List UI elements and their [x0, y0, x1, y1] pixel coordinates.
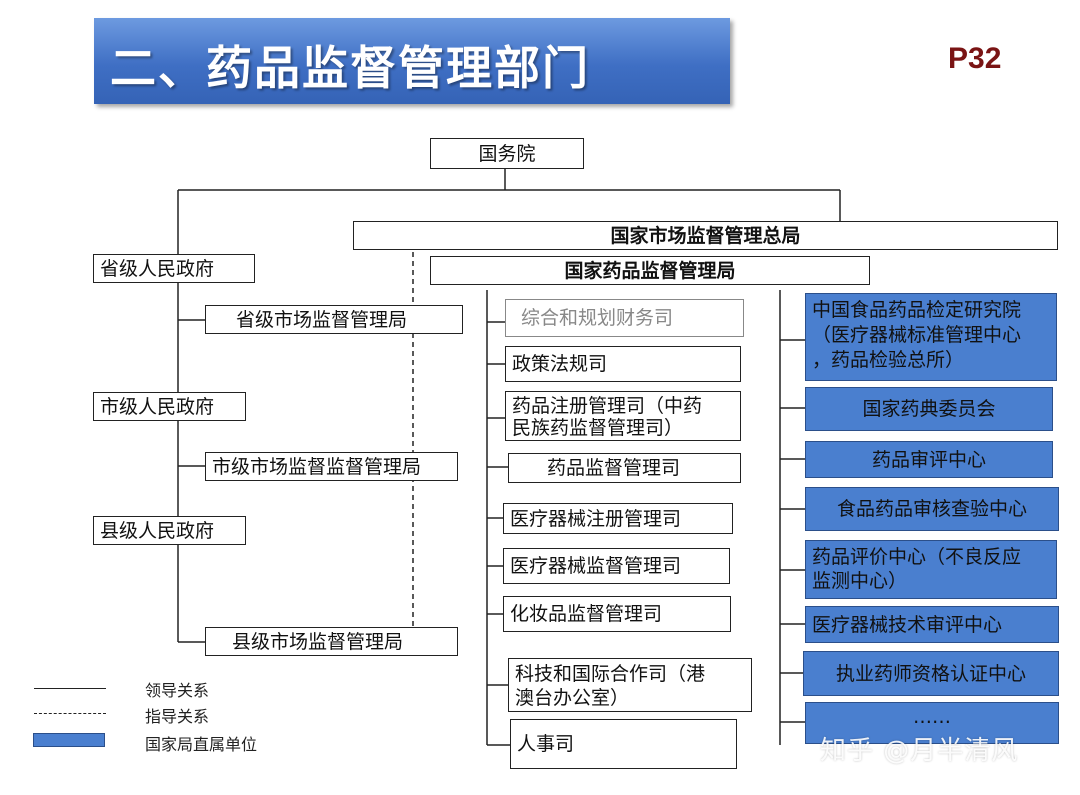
- department-box: 化妆品监督管理司: [503, 596, 731, 632]
- county-amr-node: 县级市场监督管理局: [205, 627, 458, 656]
- direct-unit-line: 中国食品药品检定研究院: [812, 299, 1022, 321]
- department-line: 澳台办公室）: [515, 687, 630, 709]
- state-council-node: 国务院: [430, 138, 584, 169]
- direct-unit-line: ，药品检验总所）: [812, 349, 965, 371]
- department-line: 科技和国际合作司（港: [515, 663, 706, 685]
- department-line: 民族药监督管理司）: [512, 417, 684, 439]
- watermark: 知乎 @月半清风: [820, 736, 1019, 766]
- direct-unit-line: 监测中心）: [812, 570, 908, 592]
- department-box: 科技和国际合作司（港澳台办公室）: [508, 658, 752, 712]
- legend-direct-unit-label: 国家局直属单位: [145, 735, 258, 754]
- title-banner: 二、药品监督管理部门: [94, 18, 730, 104]
- department-line: 药品注册管理司（中药: [512, 395, 703, 417]
- samr-node: 国家市场监督管理总局: [353, 221, 1058, 250]
- city-amr-node: 市级市场监督监督管理局: [205, 452, 458, 481]
- department-box: 医疗器械注册管理司: [503, 503, 733, 534]
- county-government-node: 县级人民政府: [93, 516, 246, 545]
- page-title: 二、药品监督管理部门: [110, 41, 590, 95]
- provincial-amr-node: 省级市场监督管理局: [205, 305, 463, 334]
- direct-unit-box: 药品审评中心: [805, 441, 1053, 478]
- page-number: P32: [948, 42, 1002, 75]
- legend-blue-swatch: [33, 733, 105, 747]
- direct-unit-box: 国家药典委员会: [805, 387, 1053, 431]
- department-box: 综合和规划财务司: [505, 299, 744, 337]
- city-government-node: 市级人民政府: [93, 392, 246, 421]
- direct-unit-box: 药品评价中心（不良反应监测中心）: [805, 540, 1057, 599]
- direct-unit-box: 医疗器械技术审评中心: [805, 606, 1059, 643]
- department-box: 政策法规司: [505, 346, 741, 382]
- legend-guidance-label: 指导关系: [145, 707, 210, 726]
- legend-solid-line: [34, 688, 106, 689]
- direct-unit-line: （医疗器械标准管理中心: [812, 324, 1022, 346]
- direct-unit-box: 食品药品审核查验中心: [805, 487, 1059, 531]
- department-box: 药品监督管理司: [508, 453, 741, 483]
- direct-unit-box: ……: [805, 702, 1059, 744]
- department-box: 药品注册管理司（中药民族药监督管理司）: [505, 391, 741, 441]
- nmpa-node: 国家药品监督管理局: [430, 256, 870, 285]
- legend-leadership-label: 领导关系: [145, 681, 210, 700]
- department-box: 医疗器械监督管理司: [503, 548, 730, 584]
- direct-unit-box: 执业药师资格认证中心: [803, 651, 1059, 696]
- direct-unit-line: 药品评价中心（不良反应: [812, 546, 1022, 568]
- legend-dashed-line: [34, 713, 106, 714]
- provincial-government-node: 省级人民政府: [93, 254, 255, 283]
- direct-unit-box: 中国食品药品检定研究院 （医疗器械标准管理中心 ，药品检验总所）: [805, 293, 1057, 381]
- department-box: 人事司: [510, 719, 737, 769]
